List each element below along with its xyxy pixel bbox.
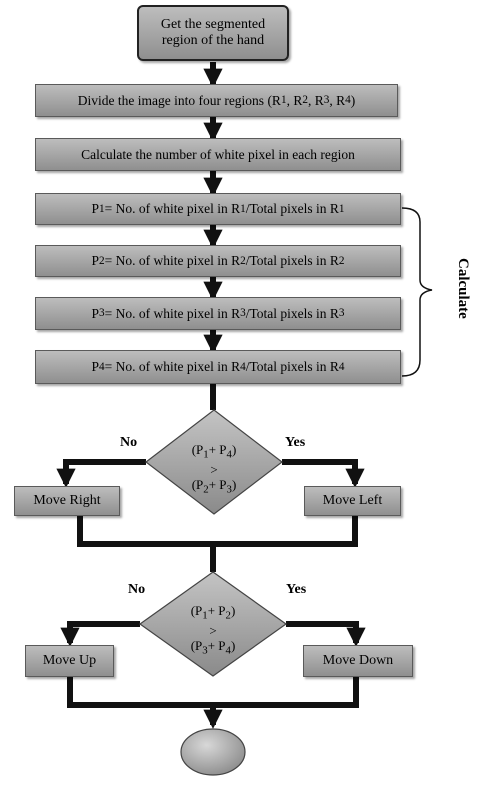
end-terminator [180,728,246,776]
merge-2 [67,677,359,708]
branch-yes-1 [282,459,365,488]
decision1-text: (P1+ P4) > (P2+ P3) [191,442,237,496]
yes-label-1: Yes [285,435,306,450]
calculate-label: Calculate [455,258,471,319]
branch-no-2 [60,621,140,647]
no-label-2: No [128,582,146,597]
branch-yes-2 [286,621,366,647]
merge-1 [77,516,358,547]
start-line-2: region of the hand [161,33,265,48]
move-left-box: Move Left [304,486,401,516]
start-line-1: Get the segmented [160,16,266,32]
decision-diamond-1 [145,409,283,515]
calculate-brace [401,207,433,377]
branch-no-1 [56,459,146,488]
move-up-box: Move Up [25,645,114,677]
move-right-box: Move Right [14,486,120,516]
start-box: Get the segmented region of the hand [137,5,289,61]
no-label-1: No [120,435,138,450]
count-box: Calculate the number of white pixel in e… [35,138,401,171]
yes-label-2: Yes [286,582,307,597]
decision2-text: (P1+ P2) > (P3+ P4) [190,603,236,657]
decision-diamond-2 [138,571,288,677]
move-down-box: Move Down [303,645,413,677]
